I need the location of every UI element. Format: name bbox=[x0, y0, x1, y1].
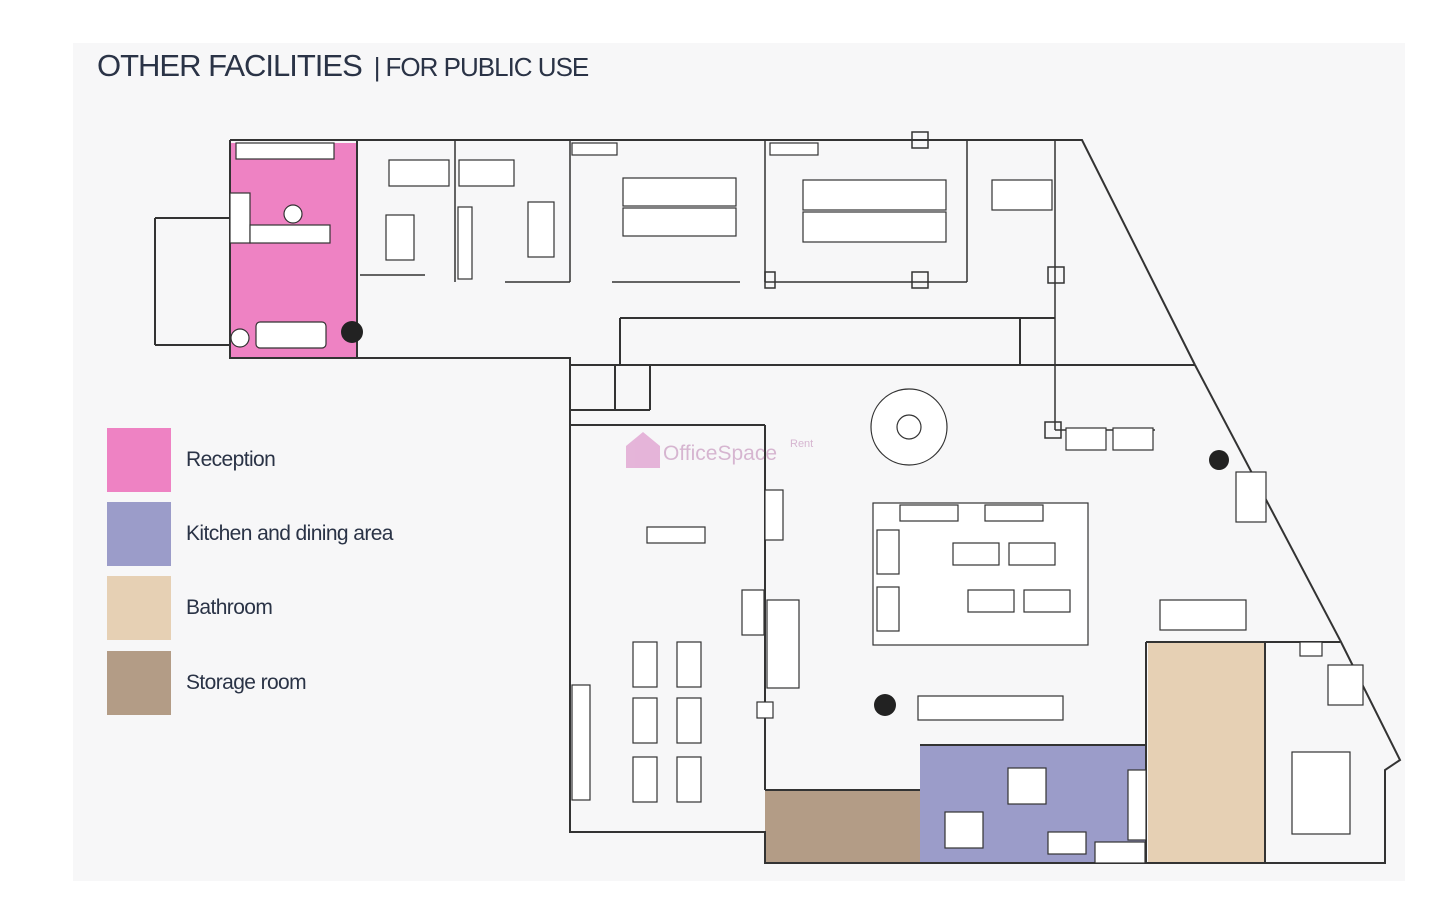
storage-room-area bbox=[765, 790, 920, 863]
legend-item-kitchen: Kitchen and dining area bbox=[107, 502, 467, 566]
legend-swatch bbox=[107, 651, 171, 715]
furniture bbox=[229, 142, 1364, 864]
legend-swatch bbox=[107, 576, 171, 640]
title-separator: | bbox=[373, 52, 381, 82]
legend-swatch bbox=[107, 502, 171, 566]
walls bbox=[154, 139, 1402, 864]
watermark-brand: OfficeSpace bbox=[663, 442, 777, 465]
legend-item-storage: Storage room bbox=[107, 651, 467, 715]
title-main: OTHER FACILITIES bbox=[97, 48, 363, 83]
title-subtitle: FOR PUBLIC USE bbox=[385, 52, 590, 82]
plants bbox=[341, 321, 1229, 716]
legend-swatch bbox=[107, 428, 171, 492]
legend-label: Bathroom bbox=[186, 596, 273, 619]
legend-item-bathroom: Bathroom bbox=[107, 576, 467, 640]
watermark-suffix: Rent bbox=[790, 438, 813, 450]
watermark: OfficeSpace Rent bbox=[626, 432, 813, 468]
legend-item-reception: Reception bbox=[107, 428, 467, 492]
legend-label: Kitchen and dining area bbox=[186, 522, 393, 545]
legend-label: Storage room bbox=[186, 671, 307, 694]
legend-label: Reception bbox=[186, 448, 276, 471]
bathroom-area bbox=[1148, 642, 1265, 863]
page-title: OTHER FACILITIES |FOR PUBLIC USE bbox=[97, 48, 590, 84]
